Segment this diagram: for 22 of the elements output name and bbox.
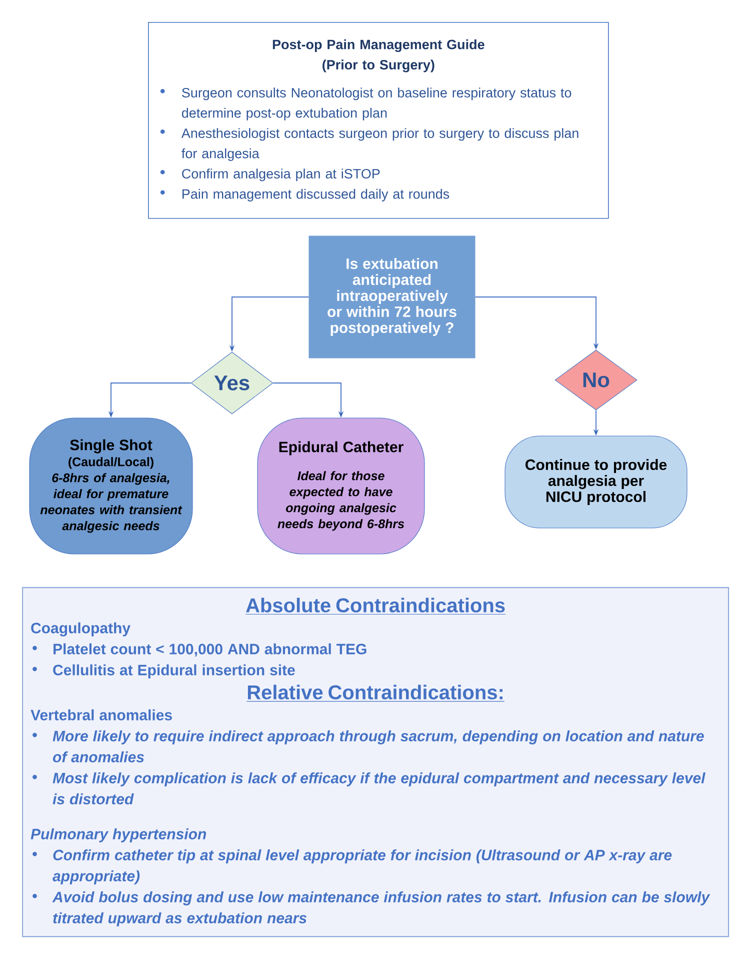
subheading: Pulmonary hypertension [30,828,206,842]
subheading: Coagulopathy [31,622,130,636]
guide-box [148,22,609,219]
option-box: Continue to provide analgesia per NICU protocol [504,436,688,528]
bullet-item: More likely to require indirect approach through sacrum, depending on location and nature of anomalies [32,730,704,762]
bullet-item: Cellulitis at Epidural insertion site [32,664,295,678]
subheading: Vertebral anomalies [30,709,172,720]
bullet-item: Most likely complication is lack of efficacy if the epidural compartment and necessary level is distorted [32,772,706,804]
section-heading: Absolute Contraindications [245,598,506,615]
bullet-item: Confirm catheter tip at spinal level appropriate for incision (Ultrasound or AP x-ray are appropriate) [32,849,672,884]
bullet-item: Anesthesiologist contacts surgeon prior to surgery to discuss plan for analgesia [160,128,578,161]
bullet-item: Surgeon consults Neonatologist on baseline respiratory status to determine post-op extubation plan [160,88,572,120]
section-heading: Relative Contraindications: [246,684,505,702]
decision-box: Is extubation anticipated intraoperatively or within 72 hours postoperatively ? [308,236,476,358]
box-title: Post-op Pain Management Guide (Prior to Surgery) [272,39,484,72]
bullet-item: Avoid bolus dosing and use low maintenance infusion rates to start. Infusion can be slowly titrated upward as extubation nears [32,891,710,926]
bullet-item: Platelet count < 100,000 AND abnormal TEG [32,643,366,657]
bullet-item: Pain management discussed daily at rounds [160,188,450,202]
option-box: Epidural Catheter Ideal for those expected to have ongoing analgesic needs beyond 6-8hrs [257,418,425,554]
contraindications-box [22,587,730,938]
option-box: Single Shot (Caudal/Local) 6-8hrs of analgesia, ideal for premature neonates with transient analgesic needs [29,418,193,554]
bullet-item: Confirm analgesia plan at iSTOP [160,168,380,182]
